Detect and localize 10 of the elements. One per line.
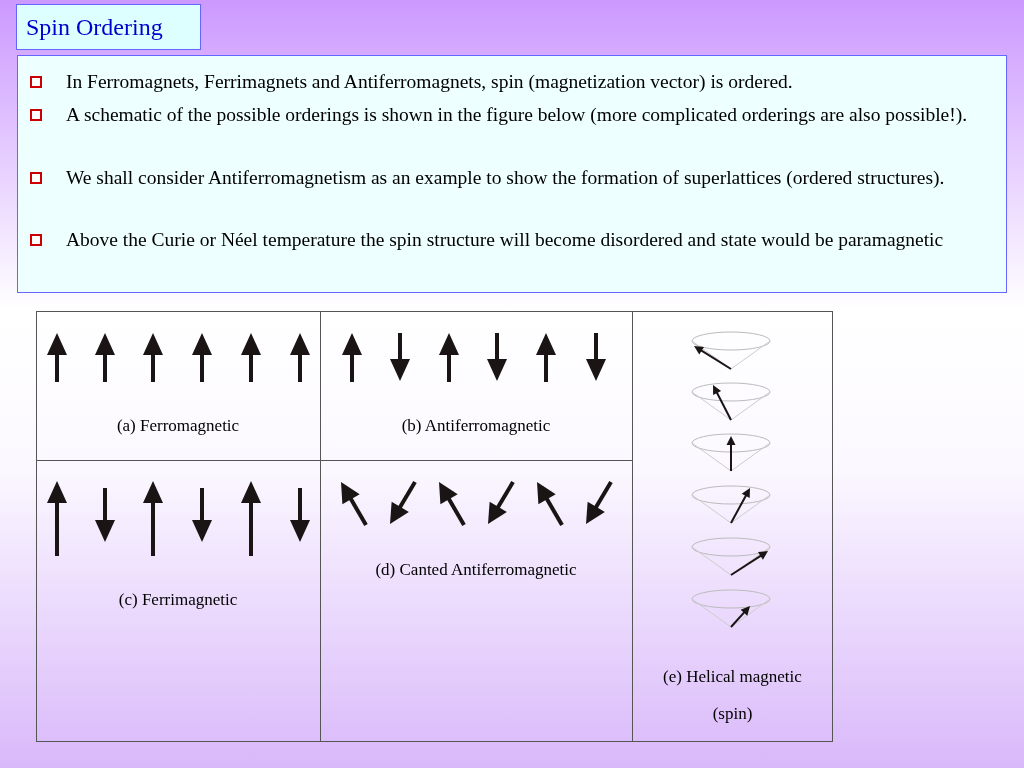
slide-title: Spin Ordering (16, 4, 201, 50)
bullet-text: Above the Curie or Néel temperature the spin structure will become disordered and state would be paramagnetic (66, 228, 945, 252)
caption-text: (a) Ferromagnetic (115, 415, 241, 437)
caption-text: (c) Ferrimagnetic (117, 589, 239, 611)
bullet-text: We shall consider Antiferromagnetism as an example to show the formation of superlattices (ordered structures). (66, 166, 946, 190)
caption-text: (d) Canted Antiferromagnetic (374, 559, 578, 581)
bullet-text: A schematic of the possible orderings is shown in the figure below (more complicated orderings are also possible!). (66, 103, 969, 127)
bullet-text: In Ferromagnets, Ferrimagnets and Antiferromagnets, spin (magnetization vector) is ordered. (66, 70, 794, 94)
caption-text: (e) Helical magnetic (spin) (662, 666, 803, 725)
caption-text: (b) Antiferromagnetic (400, 415, 552, 437)
